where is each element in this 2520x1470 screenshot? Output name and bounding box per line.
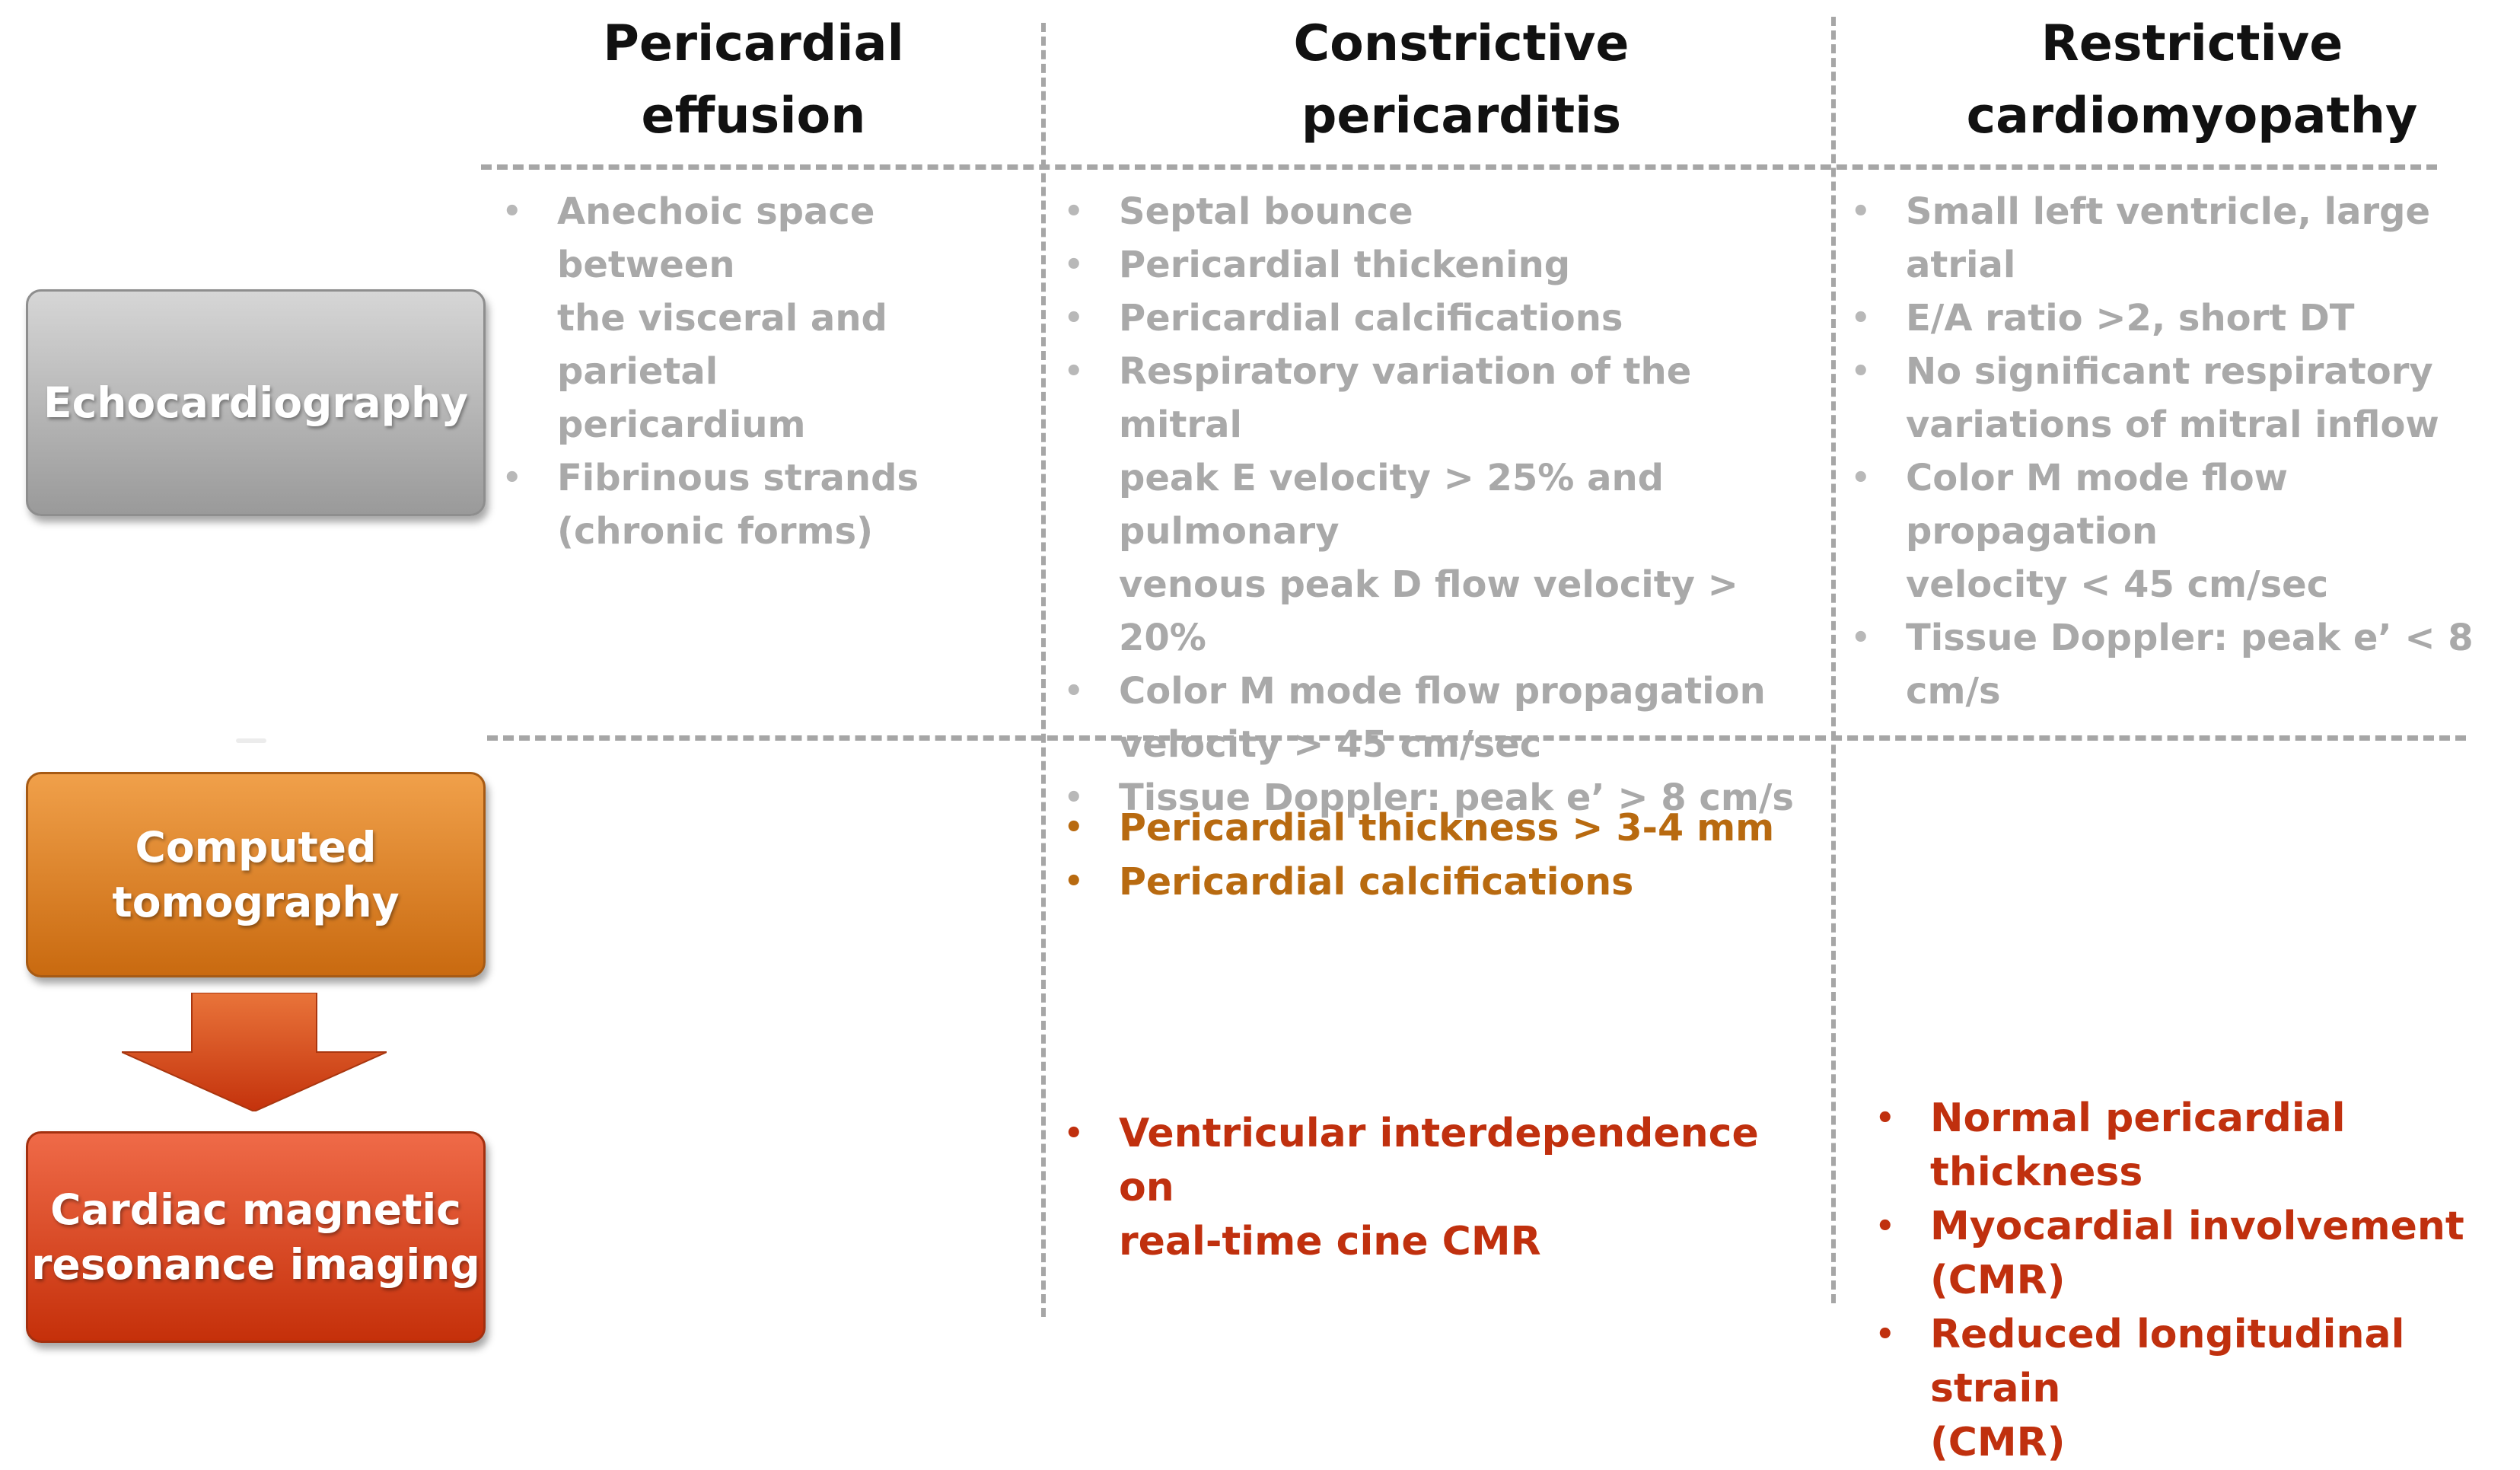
- header-restrictive-cardiomyopathy: Restrictive cardiomyopathy: [1842, 8, 2520, 152]
- bullet-icon: •: [1875, 1209, 1895, 1244]
- list-item: • Tissue Doppler: peak e’ > 8 cm/s: [1058, 771, 1827, 824]
- list-item-line: Tissue Doppler: peak e’ > 8 cm/s: [1119, 776, 1794, 819]
- list-item-line: velocity < 45 cm/sec: [1906, 563, 2329, 606]
- cmr-constrictive-findings: • Ventricular interdependence on real-time…: [1058, 1107, 1819, 1269]
- bullet-icon: •: [502, 461, 522, 496]
- ct-label-line: Computed: [135, 823, 377, 872]
- list-item-line: the visceral and parietal: [557, 297, 887, 393]
- list-item: • Pericardial calcifications: [1058, 855, 1819, 909]
- list-item-line: (CMR): [1930, 1420, 2066, 1465]
- column-divider-1: [1041, 23, 1046, 1317]
- bullet-icon: •: [1064, 780, 1084, 815]
- list-item: • Color M mode flow propagation velocity >…: [1058, 665, 1827, 771]
- list-item-line: Ventricular interdependence on: [1119, 1111, 1759, 1210]
- list-item-line: Pericardial calcifications: [1119, 297, 1623, 340]
- cmr-restrictive-findings: • Normal pericardial thickness • Myocardial…: [1869, 1092, 2516, 1470]
- echocardiography-box: Echocardiography: [26, 289, 486, 516]
- list-item-line: Anechoic space between: [557, 190, 875, 286]
- list-item: • Myocardial involvement (CMR): [1869, 1200, 2516, 1308]
- bullet-icon: •: [1064, 810, 1084, 845]
- echocardiography-label: Echocardiography: [43, 378, 468, 427]
- bullet-icon: •: [1851, 461, 1871, 496]
- list-item-line: Small left ventricle, large atrial: [1906, 190, 2431, 286]
- bullet-icon: •: [1851, 620, 1871, 655]
- list-item: • Normal pericardial thickness: [1869, 1092, 2516, 1200]
- cardiac-mri-box: Cardiac magnetic resonance imaging: [26, 1131, 486, 1343]
- cmr-label-line: Cardiac magnetic: [50, 1185, 461, 1234]
- list-item-line: pericardium: [557, 403, 806, 446]
- header-constrictive-pericarditis: Constrictive pericarditis: [1142, 8, 1781, 152]
- list-item: • Reduced longitudinal strain (CMR): [1869, 1308, 2516, 1470]
- list-item-line: Color M mode flow propagation: [1906, 457, 2289, 553]
- list-item-line: variations of mitral inflow: [1906, 403, 2439, 446]
- bullet-icon: •: [1064, 674, 1084, 709]
- list-item-line: E/A ratio >2, short DT: [1906, 297, 2355, 340]
- list-item: • Septal bounce: [1058, 185, 1827, 238]
- down-arrow-icon: [122, 993, 387, 1111]
- computed-tomography-box: Computed tomography: [26, 772, 486, 977]
- list-item: • Color M mode flow propagation velocity <…: [1845, 451, 2515, 611]
- ct-label-line: tomography: [112, 878, 400, 926]
- list-item-line: Fibrinous strands: [557, 457, 919, 499]
- bullet-icon: •: [1064, 864, 1084, 899]
- bullet-icon: •: [1064, 1116, 1084, 1151]
- list-item-line: No significant respiratory: [1906, 350, 2433, 393]
- column-divider-2: [1831, 17, 1836, 1303]
- list-item-line: peak E velocity > 25% and pulmonary: [1119, 457, 1665, 553]
- list-item: • Small left ventricle, large atrial: [1845, 185, 2515, 292]
- header-line: effusion: [641, 88, 866, 145]
- list-item-line: Pericardial thickening: [1119, 244, 1571, 286]
- list-item-line: Normal pericardial thickness: [1930, 1095, 2346, 1195]
- list-item-line: venous peak D flow velocity > 20%: [1119, 563, 1738, 659]
- list-item-line: velocity > 45 cm/sec: [1119, 723, 1542, 766]
- bullet-icon: •: [1851, 354, 1871, 389]
- bullet-icon: •: [1064, 301, 1084, 336]
- list-item: • Ventricular interdependence on real-time…: [1058, 1107, 1819, 1269]
- list-item: • Respiratory variation of the mitral peak…: [1058, 345, 1827, 665]
- list-item: • No significant respiratory variations of…: [1845, 345, 2515, 451]
- header-pericardial-effusion: Pericardial effusion: [533, 8, 974, 152]
- bullet-icon: •: [1064, 194, 1084, 229]
- bullet-icon: •: [1064, 247, 1084, 282]
- bullet-icon: •: [1064, 354, 1084, 389]
- header-divider: [481, 164, 2437, 170]
- echo-effusion-findings: • Anechoic space between the visceral and …: [496, 185, 1029, 558]
- list-item: • Fibrinous strands (chronic forms): [496, 451, 1029, 558]
- list-item-line: Pericardial thickness > 3-4 mm: [1119, 806, 1775, 850]
- header-line: Pericardial: [603, 15, 904, 72]
- header-line: Restrictive: [2041, 15, 2343, 72]
- bullet-icon: •: [1875, 1101, 1895, 1136]
- list-item: • E/A ratio >2, short DT: [1845, 292, 2515, 345]
- bullet-icon: •: [502, 194, 522, 229]
- list-item-line: (chronic forms): [557, 510, 874, 553]
- list-item: • Pericardial calcifications: [1058, 292, 1827, 345]
- list-item-line: Tissue Doppler: peak e’ < 8 cm/s: [1906, 617, 2474, 713]
- list-item-line: Reduced longitudinal strain: [1930, 1312, 2405, 1411]
- decorative-mark: [236, 738, 266, 743]
- echo-restrictive-findings: • Small left ventricle, large atrial • E/A …: [1845, 185, 2515, 718]
- list-item-line: real-time cine CMR: [1119, 1219, 1541, 1264]
- header-line: pericarditis: [1301, 88, 1622, 145]
- bullet-icon: •: [1875, 1317, 1895, 1352]
- cmr-label-line: resonance imaging: [31, 1240, 480, 1289]
- list-item-line: Color M mode flow propagation: [1119, 670, 1766, 713]
- list-item: • Anechoic space between the visceral and …: [496, 185, 1029, 451]
- list-item-line: Pericardial calcifications: [1119, 860, 1634, 904]
- list-item-line: Myocardial involvement (CMR): [1930, 1204, 2464, 1303]
- header-line: Constrictive: [1293, 15, 1630, 72]
- list-item-line: Septal bounce: [1119, 190, 1413, 233]
- ct-constrictive-findings: • Pericardial thickness > 3-4 mm • Pericard…: [1058, 801, 1819, 909]
- list-item-line: Respiratory variation of the mitral: [1119, 350, 1692, 446]
- echo-constrictive-findings: • Septal bounce • Pericardial thickening • Pe…: [1058, 185, 1827, 824]
- list-item: • Pericardial thickness > 3-4 mm: [1058, 801, 1819, 855]
- header-line: cardiomyopathy: [1966, 88, 2418, 145]
- bullet-icon: •: [1851, 301, 1871, 336]
- list-item: • Pericardial thickening: [1058, 238, 1827, 292]
- bullet-icon: •: [1851, 194, 1871, 229]
- list-item: • Tissue Doppler: peak e’ < 8 cm/s: [1845, 611, 2515, 718]
- echo-ct-divider: [487, 735, 2466, 741]
